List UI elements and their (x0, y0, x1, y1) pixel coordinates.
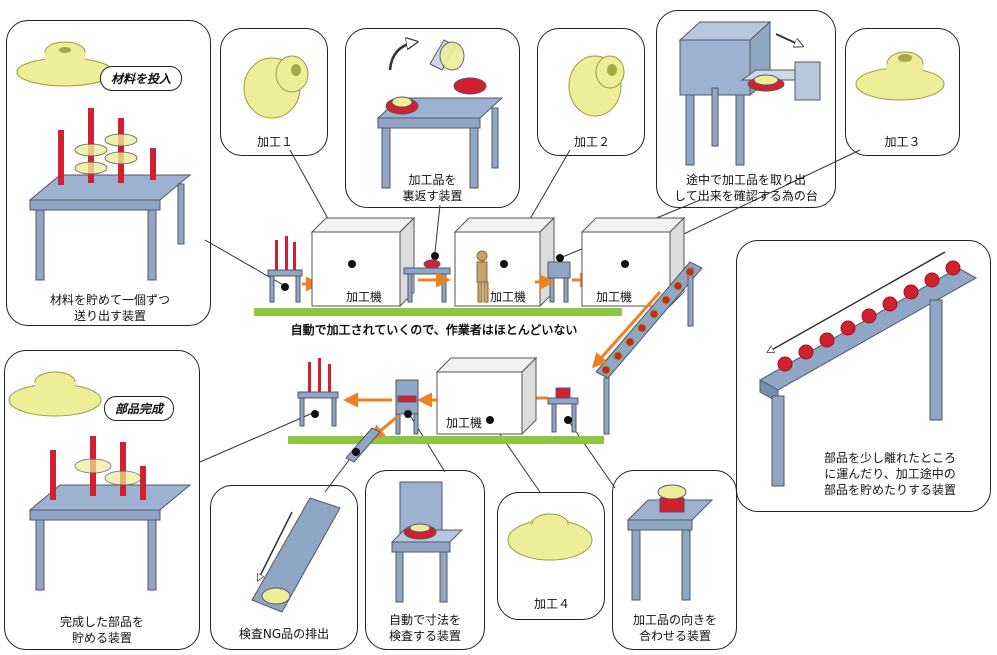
line-ng-chute (345, 427, 381, 463)
conveyor-parts (777, 260, 961, 372)
conveyor-direction-arrow (768, 251, 946, 352)
line-storage (297, 358, 339, 427)
conveyor-text-3: 部品を貯めたりする装置 (823, 483, 956, 497)
machine-2-label: 加工機 (490, 290, 527, 304)
proc2-part-icon (568, 55, 625, 117)
machine-3-label: 加工機 (596, 290, 633, 304)
ng-chute-label: 検査NG品の排出 (238, 627, 330, 641)
check-text-2: して出来を確認する為の台 (674, 189, 818, 203)
line-feeder (267, 236, 303, 303)
storage-text-2: 貯める装置 (71, 631, 132, 645)
machine-1-box (310, 216, 416, 308)
orienter-device (626, 484, 714, 601)
check-table-device (678, 20, 821, 166)
worker-figure (476, 250, 489, 303)
auto-note: 自動で加工されていくので、作業者はほとんどいない (290, 323, 578, 337)
input-material-tag: 材料を投入 (100, 66, 183, 91)
storage-text-1: 完成した部品を (59, 615, 144, 629)
line-flipper (403, 259, 451, 303)
storage-rack (28, 436, 192, 591)
flipper-text-2: 裏返す装置 (402, 189, 463, 203)
machine-4-label: 加工機 (446, 416, 483, 430)
part-done-tag: 部品完成 (104, 396, 175, 421)
ng-chute-device (251, 497, 341, 613)
machine-4-box (435, 356, 538, 436)
check-arrow (775, 33, 802, 46)
proc3-label: 加工３ (884, 135, 921, 149)
flipper-text-1: 加工品を (408, 173, 457, 187)
proc4-part-icon (507, 513, 593, 561)
conveyor-text-1: 部品を少し離れたところ (823, 451, 956, 465)
feeder-rack (28, 108, 192, 281)
inspector-text-2: 検査する装置 (388, 629, 461, 643)
inspector-device (390, 481, 464, 603)
conveyor-text-2: に運んだり、加工途中の (824, 467, 956, 481)
storage-part-icon (8, 371, 102, 417)
feeder-part-icon (16, 41, 114, 87)
proc4-label: 加工４ (533, 597, 570, 611)
line-check-table (547, 261, 571, 303)
check-text-1: 途中で加工品を取り出 (685, 173, 806, 187)
machine-point-dots (281, 252, 629, 456)
machine-1-label: 加工機 (346, 290, 383, 304)
ng-arrow (258, 511, 293, 580)
upper-green-line (254, 308, 622, 316)
conveyor-device (758, 267, 978, 487)
proc2-label: 加工２ (573, 135, 610, 149)
orienter-text-2: 合わせる装置 (638, 629, 711, 643)
line-conveyor (595, 261, 703, 435)
proc1-part-icon (243, 55, 309, 119)
feeder-text-2: 送り出す装置 (73, 309, 146, 323)
flip-arrow (388, 42, 416, 71)
line-conveyor-parts (601, 267, 695, 375)
proc1-label: 加工１ (256, 135, 293, 149)
flipper-device (376, 39, 504, 189)
line-inspector (395, 379, 419, 435)
orienter-text-1: 加工品の向きを (632, 613, 717, 627)
line-orienter (547, 387, 579, 433)
feeder-text-1: 材料を貯めて一個ずつ (49, 293, 170, 307)
lower-green-line (288, 436, 604, 444)
inspector-text-1: 自動で寸法を (388, 613, 461, 627)
proc3-part-icon (855, 51, 945, 101)
